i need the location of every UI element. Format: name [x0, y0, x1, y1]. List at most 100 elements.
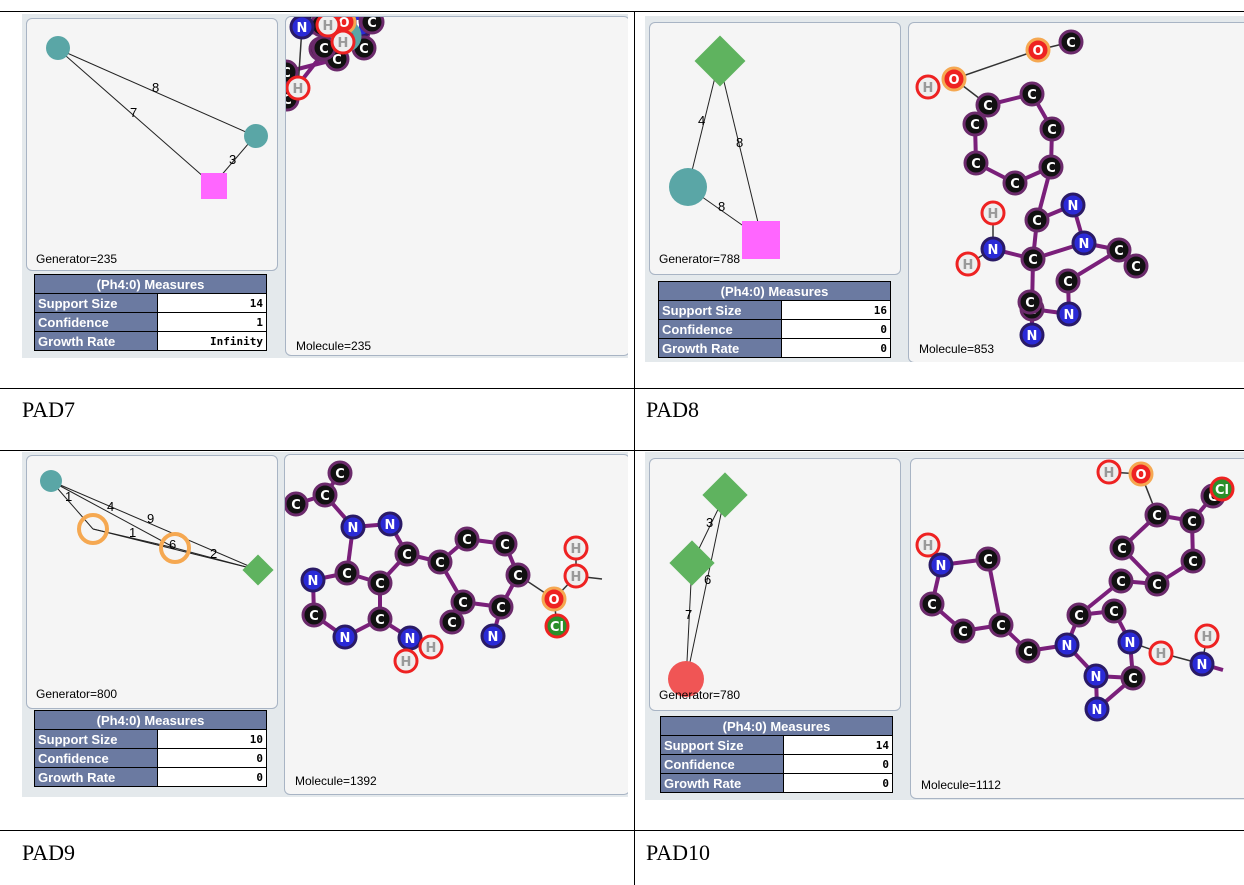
- confidence-label: Confidence: [34, 312, 158, 332]
- atom-symbol: C: [1114, 244, 1124, 259]
- atom-h: H: [1194, 623, 1220, 649]
- confidence-label: Confidence: [658, 319, 782, 339]
- generator-graph: 1 4 9 1 6 2: [40, 470, 274, 586]
- edge-label: 2: [210, 546, 217, 561]
- confidence-value: 0: [157, 748, 267, 768]
- atom-c: C: [1017, 289, 1043, 315]
- support-size-value: 14: [157, 293, 267, 313]
- atom-cl: Cl: [1209, 476, 1235, 502]
- atom-symbol: H: [1202, 630, 1213, 645]
- atom-c: C: [1024, 207, 1050, 233]
- support-size-value: 14: [783, 735, 893, 755]
- atom-n: N: [980, 236, 1006, 262]
- molecule-structure: OCHOCCCCCCCNNCCCNHHCCCNNC: [915, 29, 1149, 348]
- atom-symbol: C: [332, 53, 342, 68]
- atom-c: C: [427, 549, 453, 575]
- edge-label: 4: [698, 113, 705, 128]
- atom-c: C: [975, 92, 1001, 118]
- edge-label: 8: [736, 135, 743, 150]
- growth-rate-label: Growth Rate: [658, 338, 782, 358]
- atom-h: H: [286, 75, 311, 101]
- atom-c: C: [439, 609, 465, 635]
- growth-rate-value: 0: [783, 773, 893, 793]
- atom-symbol: Cl: [1215, 483, 1229, 498]
- atom-c: C: [1179, 508, 1205, 534]
- atom-c: C: [505, 562, 531, 588]
- atom-symbol: H: [323, 19, 334, 34]
- edge-label: 1: [129, 525, 136, 540]
- atom-symbol: N: [348, 521, 359, 536]
- edge-label: 3: [706, 515, 713, 530]
- atom-symbol: Cl: [550, 620, 564, 635]
- atom-c: C: [450, 589, 476, 615]
- edge-label: 1: [65, 489, 72, 504]
- atom-c: C: [454, 526, 480, 552]
- atom-c: C: [1144, 571, 1170, 597]
- bond-line: [953, 49, 1039, 80]
- pad-card: 1 4 9 1 6 2 Generator=800 (Ph4:0) Measur…: [22, 452, 628, 797]
- atom-symbol: C: [996, 619, 1006, 634]
- green-diamond-marker: [702, 472, 748, 518]
- grid-line-1: [0, 388, 1244, 389]
- atom-symbol: N: [1091, 670, 1102, 685]
- atom-c: C: [1055, 268, 1081, 294]
- molecule-structure: CCCNNNCCCNCCCCCCCBrCONHHH: [286, 17, 385, 112]
- green-diamond-marker: [694, 35, 746, 87]
- generator-panel: 4 8 8 Generator=788: [649, 22, 901, 275]
- atom-symbol: C: [1152, 578, 1162, 593]
- atom-c: C: [1180, 548, 1206, 574]
- confidence-label: Confidence: [660, 754, 784, 774]
- atom-symbol: C: [1116, 575, 1126, 590]
- atom-symbol: H: [571, 542, 582, 557]
- generator-panel: 3 6 7 Generator=780: [649, 458, 901, 711]
- growth-rate-label: Growth Rate: [660, 773, 784, 793]
- teal-node-marker: [244, 124, 268, 148]
- confidence-value: 0: [783, 754, 893, 774]
- atom-symbol: C: [1131, 260, 1141, 275]
- atom-symbol: O: [1135, 468, 1146, 483]
- generator-label: Generator=788: [659, 252, 741, 266]
- atom-c: C: [367, 606, 393, 632]
- atom-n: N: [1083, 663, 1109, 689]
- atom-n: N: [1071, 230, 1097, 256]
- atom-c: C: [301, 602, 327, 628]
- measures-title: (Ph4:0) Measures: [658, 281, 891, 301]
- atom-symbol: H: [1104, 466, 1115, 481]
- atom-symbol: C: [320, 489, 330, 504]
- generator-graph: 8 7 3: [46, 36, 268, 199]
- atom-c: C: [1123, 253, 1149, 279]
- atom-symbol: N: [297, 21, 308, 36]
- growth-rate-label: Growth Rate: [34, 331, 158, 351]
- atom-symbol: H: [571, 570, 582, 585]
- atom-symbol: H: [293, 82, 304, 97]
- generator-panel: 8 7 3 Generator=235: [26, 18, 278, 271]
- atom-c: C: [963, 150, 989, 176]
- atom-symbol: C: [462, 533, 472, 548]
- pad-card: 3 6 7 Generator=780 (Ph4:0) Measures Sup…: [645, 452, 1244, 800]
- molecule-label: Molecule=1392: [295, 774, 377, 788]
- atom-symbol: H: [338, 36, 349, 51]
- atom-c: C: [962, 111, 988, 137]
- atom-c: C: [394, 541, 420, 567]
- atom-symbol: H: [923, 539, 934, 554]
- atom-n: N: [480, 623, 506, 649]
- atom-symbol: N: [488, 630, 499, 645]
- atom-symbol: O: [1032, 44, 1043, 59]
- atom-c: C: [1144, 502, 1170, 528]
- atom-symbol: C: [1109, 605, 1119, 620]
- red-node-marker: [668, 661, 704, 697]
- atom-c: C: [1039, 116, 1065, 142]
- pad-card: 8 7 3 Generator=235 (Ph4:0) Measures Sup…: [22, 14, 628, 358]
- atom-symbol: C: [496, 601, 506, 616]
- measures-title: (Ph4:0) Measures: [660, 716, 893, 736]
- atom-c: C: [1019, 81, 1045, 107]
- atom-c: C: [367, 570, 393, 596]
- atom-h: H: [330, 29, 356, 55]
- teal-node-marker: [669, 168, 707, 206]
- atom-symbol: C: [335, 467, 345, 482]
- atom-h: H: [1148, 640, 1174, 666]
- growth-rate-label: Growth Rate: [34, 767, 158, 787]
- orange-ring-marker: [77, 513, 109, 545]
